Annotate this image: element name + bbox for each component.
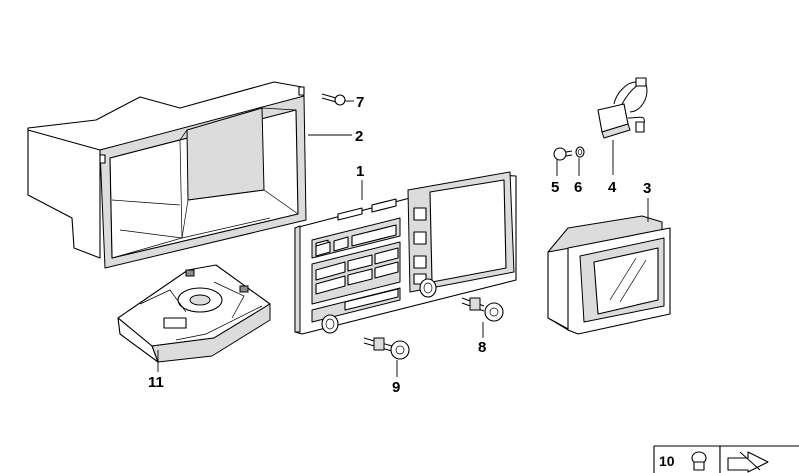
callout-labels: 7 2 1 3 4 5 6 8 9 11 xyxy=(148,94,651,396)
monitor-part xyxy=(547,215,671,335)
drive-mechanism-part xyxy=(117,264,271,363)
arrow-icon xyxy=(727,451,769,473)
housing-screw-part xyxy=(321,93,346,106)
wiring-module-part xyxy=(597,77,648,139)
legend-screw-icon xyxy=(691,451,707,471)
screw-part xyxy=(553,147,573,161)
leader-lines xyxy=(157,100,649,377)
callout-11: 11 xyxy=(148,374,164,391)
callout-3: 3 xyxy=(643,180,651,197)
knob-left-part xyxy=(363,337,410,360)
knob-right-part xyxy=(461,297,504,322)
callout-8: 8 xyxy=(478,339,486,356)
callout-9: 9 xyxy=(392,379,400,396)
callout-1: 1 xyxy=(356,163,364,180)
callout-10: 10 xyxy=(659,453,675,469)
control-panel-part xyxy=(294,171,517,335)
callout-2: 2 xyxy=(355,128,363,145)
callout-4: 4 xyxy=(608,179,617,196)
housing-part xyxy=(27,81,307,269)
callout-7: 7 xyxy=(356,94,364,111)
callout-5: 5 xyxy=(551,179,559,196)
washer-part xyxy=(575,146,585,158)
callout-6: 6 xyxy=(574,179,582,196)
legend-box: 10 xyxy=(653,445,799,473)
